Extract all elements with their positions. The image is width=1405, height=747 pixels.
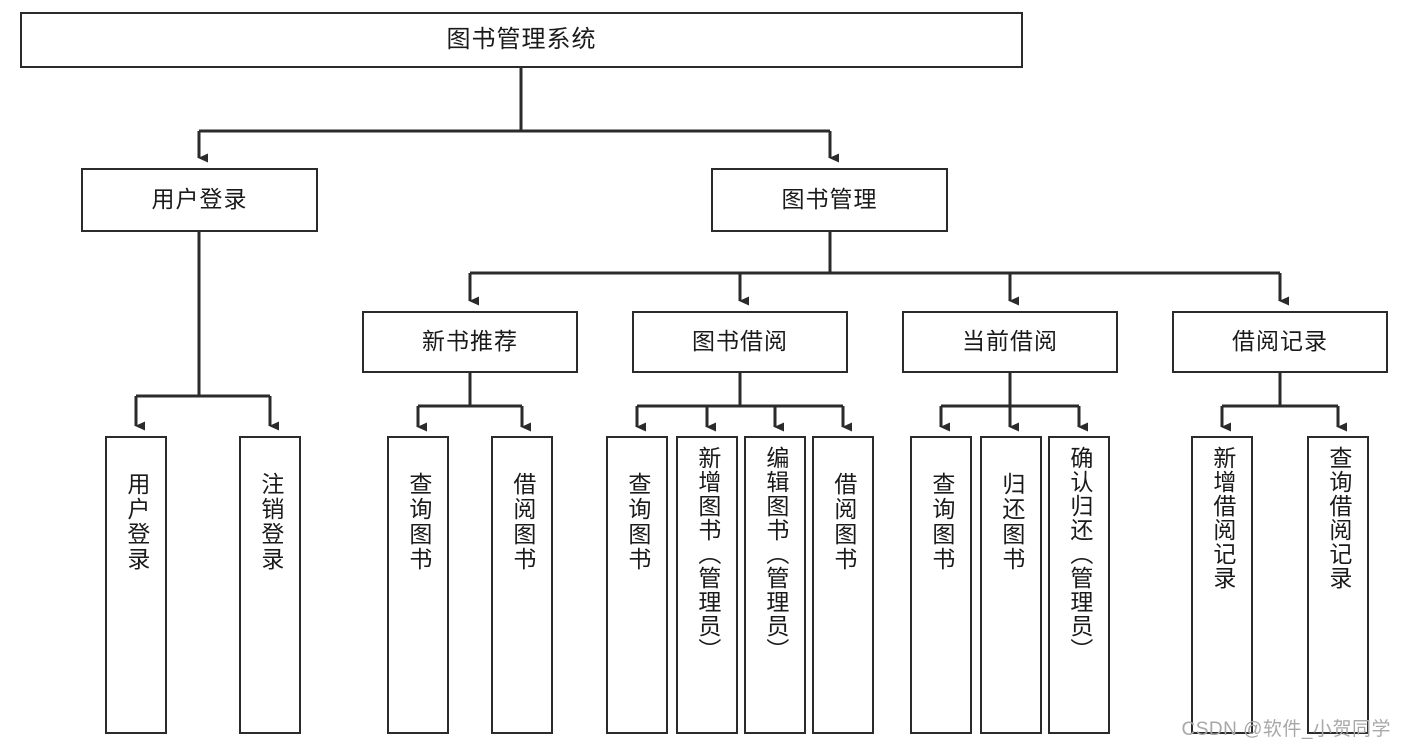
node-book-management[interactable]: 图书管理: [711, 168, 948, 232]
node-label: 图书管理: [781, 186, 878, 213]
node-label: 新书推荐: [422, 328, 518, 355]
node-label: 图书借阅: [692, 328, 788, 355]
node-label: 图书管理系统: [446, 25, 597, 53]
node-label: 借阅图书: [509, 472, 536, 572]
leaf-query-borrow-record[interactable]: 查询借阅记录: [1307, 436, 1369, 734]
node-label: 确认归还（管理员）: [1066, 446, 1093, 662]
node-label: 注销登录: [257, 472, 284, 572]
node-label: 查询图书: [405, 472, 432, 572]
leaf-query-book-borrow[interactable]: 查询图书: [606, 436, 668, 734]
node-label: 借阅图书: [830, 472, 857, 572]
node-label: 新增借阅记录: [1209, 446, 1236, 590]
node-new-book-recommend[interactable]: 新书推荐: [362, 311, 578, 373]
leaf-edit-book-admin[interactable]: 编辑图书（管理员）: [744, 436, 806, 734]
leaf-confirm-return-admin[interactable]: 确认归还（管理员）: [1048, 436, 1110, 734]
leaf-borrow-book-recommend[interactable]: 借阅图书: [491, 436, 553, 734]
node-label: 归还图书: [998, 472, 1025, 572]
node-label: 用户登录: [151, 186, 248, 213]
leaf-query-book-current[interactable]: 查询图书: [910, 436, 972, 734]
node-label: 查询图书: [928, 472, 955, 572]
node-label: 查询图书: [624, 472, 651, 572]
leaf-borrow-book[interactable]: 借阅图书: [812, 436, 874, 734]
node-label: 用户登录: [123, 472, 150, 572]
leaf-user-login[interactable]: 用户登录: [105, 436, 167, 734]
leaf-add-book-admin[interactable]: 新增图书（管理员）: [676, 436, 738, 734]
node-label: 查询借阅记录: [1325, 446, 1352, 590]
node-book-borrow[interactable]: 图书借阅: [632, 311, 848, 373]
node-user-login[interactable]: 用户登录: [81, 168, 318, 232]
node-label: 编辑图书（管理员）: [762, 446, 789, 662]
leaf-return-book[interactable]: 归还图书: [980, 436, 1042, 734]
leaf-add-borrow-record[interactable]: 新增借阅记录: [1191, 436, 1253, 734]
node-label: 新增图书（管理员）: [694, 446, 721, 662]
node-label: 借阅记录: [1232, 328, 1328, 355]
leaf-query-book-recommend[interactable]: 查询图书: [387, 436, 449, 734]
node-borrow-record[interactable]: 借阅记录: [1172, 311, 1388, 373]
leaf-logout[interactable]: 注销登录: [239, 436, 301, 734]
node-label: 当前借阅: [962, 328, 1058, 355]
node-current-borrow[interactable]: 当前借阅: [902, 311, 1118, 373]
node-root-system[interactable]: 图书管理系统: [20, 12, 1023, 68]
csdn-watermark: CSDN @软件_小贺同学: [1181, 719, 1391, 740]
